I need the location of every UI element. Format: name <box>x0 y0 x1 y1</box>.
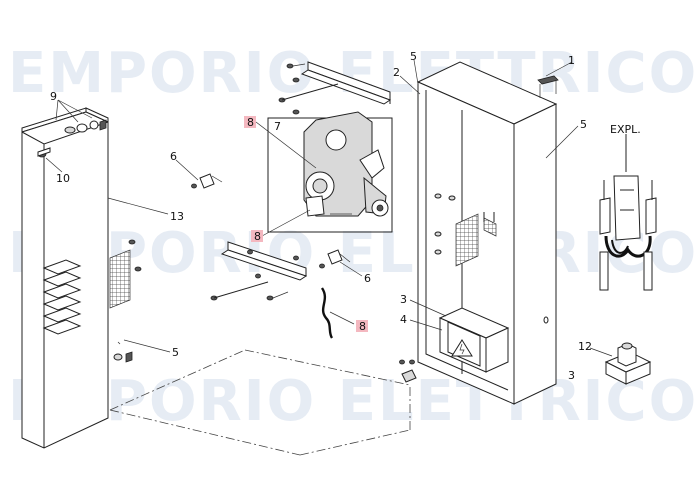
leader-lines <box>45 59 613 357</box>
door-hardware <box>37 119 142 363</box>
top-bracket <box>278 61 392 115</box>
door-panel <box>21 107 131 449</box>
part-8-highlights <box>244 116 368 332</box>
label-12: 12 <box>578 340 592 353</box>
label-6-lower: 6 <box>364 272 371 285</box>
control-box <box>438 307 510 373</box>
label-1: 1 <box>568 54 575 67</box>
label-8-cable: 8 <box>359 320 366 333</box>
label-2: 2 <box>393 66 400 79</box>
label-7: 7 <box>274 120 281 133</box>
label-10: 10 <box>56 172 70 185</box>
watermark-text-3: EMPORIO ELETTRICO <box>8 369 694 434</box>
label-8-mid: 8 <box>254 230 261 243</box>
label-13: 13 <box>170 210 184 223</box>
label-5-right: 5 <box>580 118 587 131</box>
base-screws <box>399 359 417 383</box>
bracket-part-12 <box>604 342 652 385</box>
limit-switch-upper <box>191 173 223 189</box>
label-expl: EXPL. <box>610 123 641 136</box>
label-3: 3 <box>568 369 575 382</box>
exploded-detail <box>599 134 657 291</box>
label-5-door: 5 <box>172 346 179 359</box>
gearmotor-assembly <box>267 111 393 233</box>
label-4: 4 <box>400 313 407 326</box>
watermark-text-1: EMPORIO ELETTRICO <box>8 41 694 106</box>
highlight-8-mid <box>251 230 263 242</box>
label-6-upper: 6 <box>170 150 177 163</box>
label-5-top: 5 <box>410 50 417 63</box>
base-outline <box>109 349 411 456</box>
callout-labels: 1 2 3 3 4 5 5 5 6 6 7 8 8 8 9 10 12 13 E… <box>50 50 641 382</box>
watermark: EMPORIO ELETTRICO EMPORIO ELETTRICO EMPO… <box>8 41 694 434</box>
lower-bracket <box>210 241 308 301</box>
door-louvers <box>42 259 82 335</box>
highlight-8-cable <box>356 320 368 332</box>
cable <box>320 287 334 339</box>
label-3-cabinet: 3 <box>400 293 407 306</box>
label-8-top: 8 <box>247 116 254 129</box>
label-9: 9 <box>50 90 57 103</box>
limit-switch-lower <box>319 249 351 269</box>
highlight-8-top <box>244 116 256 128</box>
